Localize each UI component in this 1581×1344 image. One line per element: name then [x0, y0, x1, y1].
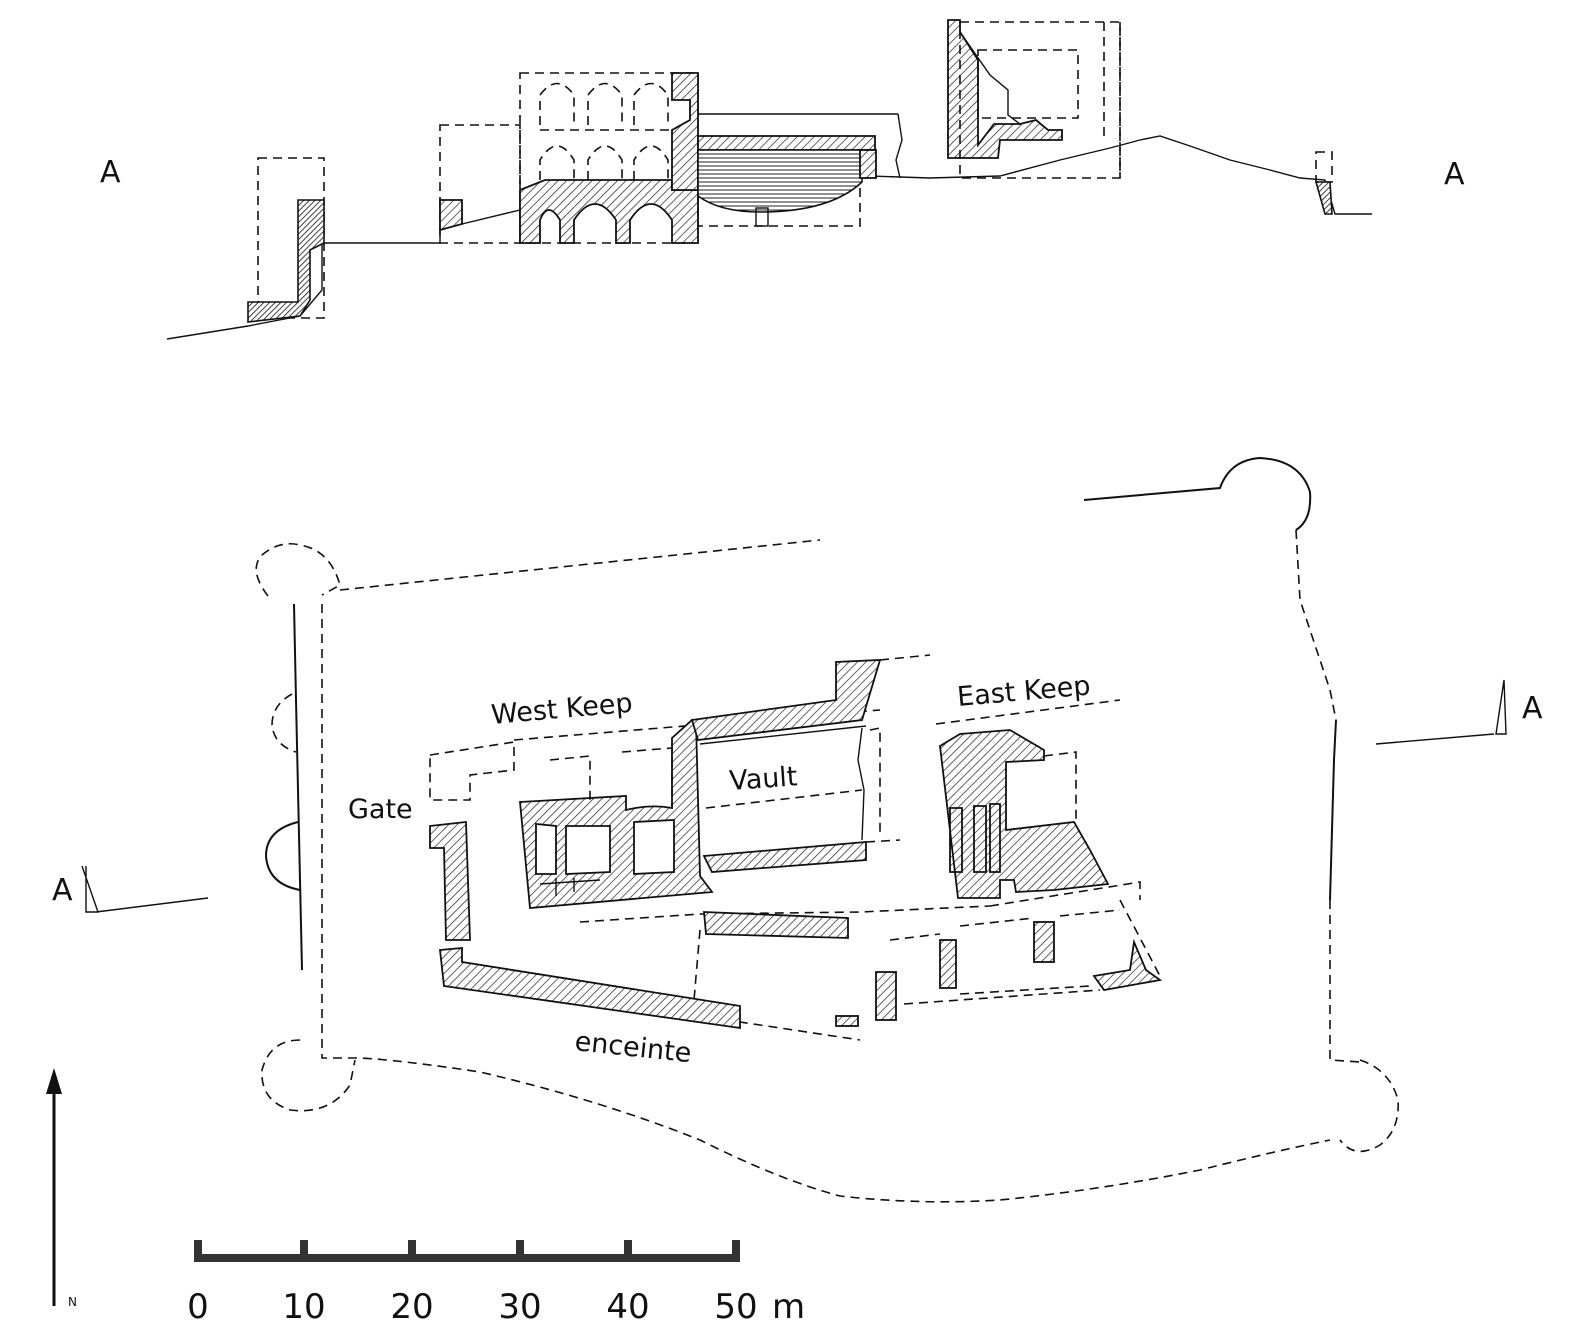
section-label-right: A — [1444, 157, 1465, 192]
vault-dash — [705, 727, 901, 843]
ne-tower — [1083, 456, 1312, 531]
enceinte-fragment — [835, 1015, 859, 1027]
gate-wall — [439, 199, 463, 232]
gate-wall-plan — [429, 820, 471, 941]
ward-corner-wall — [1092, 938, 1163, 991]
west-keep-plan — [519, 718, 714, 909]
ward-pier-3 — [1033, 921, 1055, 963]
sw-tower — [261, 1039, 356, 1112]
section-label-left: A — [100, 155, 121, 190]
scale-bar: 0 10 20 30 40 50 m — [187, 1240, 805, 1327]
scale-label-30: 30 — [498, 1287, 541, 1327]
vault-inner-line — [699, 725, 867, 745]
gate-outline-plan — [429, 741, 515, 801]
middle-arches — [539, 145, 669, 180]
vault-north-wall — [690, 659, 882, 741]
label-vault: Vault — [728, 761, 798, 797]
east-keep-inner-outline — [977, 49, 1079, 119]
east-keep-outline — [959, 21, 1121, 179]
scale-bar-rule — [196, 1254, 740, 1262]
east-ward-dash — [989, 881, 1161, 977]
west-keep-inner-dash-1 — [549, 755, 591, 800]
section-marker-right: A — [1375, 679, 1543, 745]
east-keep-wall — [947, 19, 1063, 159]
west-keep-internal-lines — [539, 878, 601, 896]
vault-break-line — [895, 113, 903, 179]
scale-label-0: 0 — [187, 1287, 209, 1327]
right-tower-outline — [1315, 151, 1333, 183]
outer-enceinte — [321, 529, 1361, 1203]
east-wall — [1329, 719, 1337, 901]
vault-roof — [697, 135, 876, 151]
left-tower-outline — [257, 157, 325, 319]
upper-arches — [539, 82, 669, 125]
scale-tick-10 — [300, 1240, 308, 1262]
enceinte-south-wall — [439, 947, 741, 1030]
west-bastion-upper — [271, 693, 297, 753]
right-tower-wall — [1314, 181, 1333, 215]
east-keep-plan — [939, 729, 1110, 899]
ward-pier-1 — [875, 971, 897, 1021]
ward-building-wall — [703, 911, 849, 939]
section-marker-left-label: A — [52, 873, 73, 908]
vault-south-wall — [702, 841, 867, 873]
ward-pier-2 — [939, 939, 957, 989]
scale-label-20: 20 — [390, 1287, 433, 1327]
label-west-keep: West Keep — [490, 688, 634, 731]
label-gate: Gate — [348, 794, 413, 825]
vault-section — [697, 149, 863, 213]
left-tower-wall — [247, 199, 325, 323]
section-marker-left: A — [52, 865, 209, 913]
scale-label-10: 10 — [282, 1287, 325, 1327]
inner-ward-line — [579, 905, 991, 923]
scale-unit: m — [772, 1287, 805, 1327]
west-keep-lower-arcade — [519, 179, 699, 244]
vault-pillar — [859, 149, 877, 179]
west-keep-inner-dash-2 — [621, 747, 673, 808]
site-plan: West Keep East Keep Vault Gate enceinte … — [52, 456, 1543, 1203]
vault-niche — [755, 207, 769, 227]
scale-label-40: 40 — [606, 1287, 649, 1327]
east-keep-inner-dash — [1043, 751, 1077, 822]
se-tower — [1339, 1059, 1399, 1153]
ward-dash-lines — [889, 909, 1121, 1005]
nw-tower — [255, 542, 341, 597]
north-arrow-icon: N — [46, 1068, 77, 1309]
scale-tick-50 — [732, 1240, 740, 1262]
scale-tick-0 — [194, 1240, 202, 1262]
vault-break-plan — [857, 727, 865, 841]
west-wall — [293, 603, 303, 971]
west-bastion-lower — [264, 821, 301, 891]
north-label: N — [68, 1295, 77, 1309]
scale-tick-20 — [408, 1240, 416, 1262]
scale-tick-40 — [624, 1240, 632, 1262]
label-enceinte: enceinte — [573, 1026, 693, 1069]
section-marker-right-label: A — [1522, 691, 1543, 726]
scale-tick-30 — [516, 1240, 524, 1262]
scale-label-50: 50 — [714, 1287, 757, 1327]
section-elevation: A A — [100, 19, 1465, 340]
west-keep-east-wall — [671, 72, 699, 191]
